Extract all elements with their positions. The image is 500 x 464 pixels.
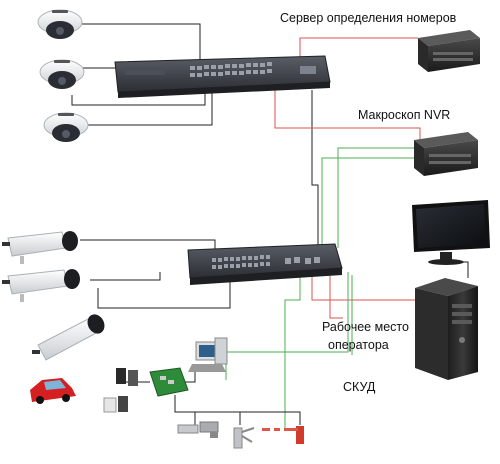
- skud-workstation: [188, 337, 228, 372]
- bullet-camera-2: [2, 269, 80, 302]
- skud-turnstile: [233, 427, 255, 449]
- dome-camera-1: [37, 9, 83, 39]
- bullet-camera-3: [32, 314, 105, 361]
- skud-controller: [149, 367, 189, 397]
- network-switch-bottom: [187, 243, 343, 285]
- operator-label-line2: оператора: [328, 338, 389, 352]
- skud-card-readers: [103, 368, 138, 413]
- nvr-label: Макроскоп NVR: [358, 108, 451, 122]
- server-number-recognition: [418, 30, 480, 72]
- bullet-camera-1: [2, 231, 78, 264]
- server-label: Сервер определения номеров: [280, 11, 457, 25]
- skud-barrier: [262, 426, 304, 444]
- operator-monitor: [412, 200, 490, 265]
- operator-label-line1: Рабочее место: [322, 320, 409, 334]
- server-nvr: [414, 132, 478, 176]
- skud-electronic-locks: [177, 421, 219, 438]
- operator-pc-tower: [415, 278, 478, 380]
- dome-camera-3: [43, 112, 89, 142]
- network-switch-top: [114, 55, 331, 98]
- dome-camera-2: [39, 59, 85, 89]
- car-icon: [30, 378, 76, 404]
- skud-label: СКУД: [343, 380, 376, 394]
